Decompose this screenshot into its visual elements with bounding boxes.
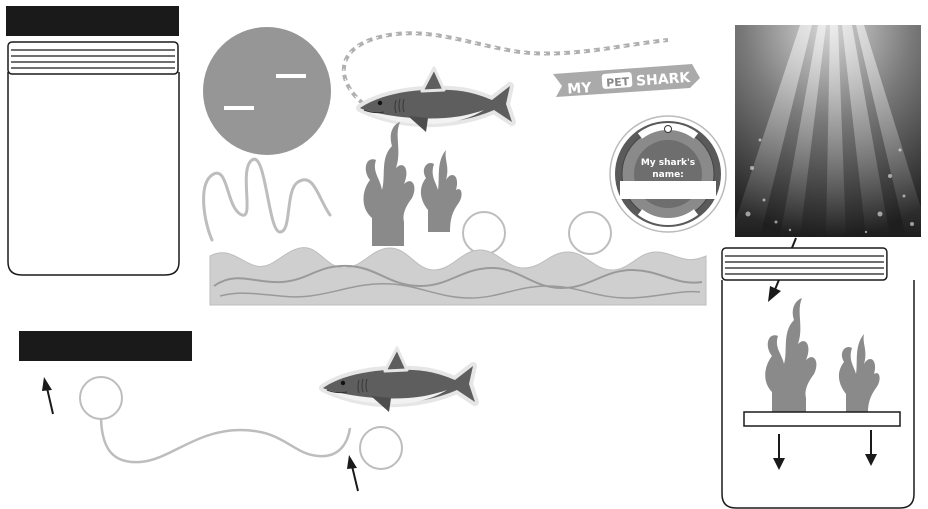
lifebuoy-icon-name-tag: My shark's name: <box>610 116 726 232</box>
arrow-icon-down-left <box>773 434 785 470</box>
tag-line-2: name: <box>652 170 684 180</box>
arrow-icon-down-right <box>865 430 877 466</box>
jar-template-right <box>722 248 914 508</box>
arrow-icon-up-left <box>42 377 53 414</box>
shark-icon-top <box>360 68 512 132</box>
tag-name-field <box>620 181 716 199</box>
waves-strip <box>210 248 706 305</box>
svg-text:MY: MY <box>567 80 593 98</box>
string-loop-circle-right <box>360 427 402 469</box>
tag-line-1: My shark's <box>641 158 695 168</box>
string-loop-circle-left <box>80 377 122 419</box>
lid-slit-1 <box>276 74 306 78</box>
label-bar-top <box>6 6 179 36</box>
bubble-circle-1 <box>463 212 505 254</box>
lid-circle <box>203 27 331 155</box>
svg-text:name:: name: <box>652 170 684 180</box>
banner-word-my: MY <box>567 80 593 98</box>
underwater-photo <box>730 25 928 237</box>
seaweed-icon-jar-short <box>839 334 880 412</box>
bubble-circle-2 <box>569 212 611 254</box>
svg-text:My shark's: My shark's <box>641 158 695 168</box>
seaweed-icon-tall <box>364 122 415 246</box>
banner-my-pet-shark: MY PET SHARK <box>553 64 700 98</box>
string-line-bottom <box>101 419 350 462</box>
label-bar-bottom <box>19 331 192 361</box>
tag-hole <box>665 126 672 133</box>
seaweed-base-strip <box>744 412 900 426</box>
shark-icon-bottom <box>323 348 475 412</box>
banner-word-pet: PET <box>606 75 630 90</box>
seaweed-icon-short <box>421 150 462 232</box>
squiggle-line <box>204 159 330 240</box>
jar-template-left <box>8 42 179 275</box>
lid-slit-2 <box>224 106 254 110</box>
svg-text:PET: PET <box>606 75 630 90</box>
arrow-icon-up-bottom <box>347 455 358 491</box>
seaweed-icon-jar-tall <box>765 298 816 412</box>
